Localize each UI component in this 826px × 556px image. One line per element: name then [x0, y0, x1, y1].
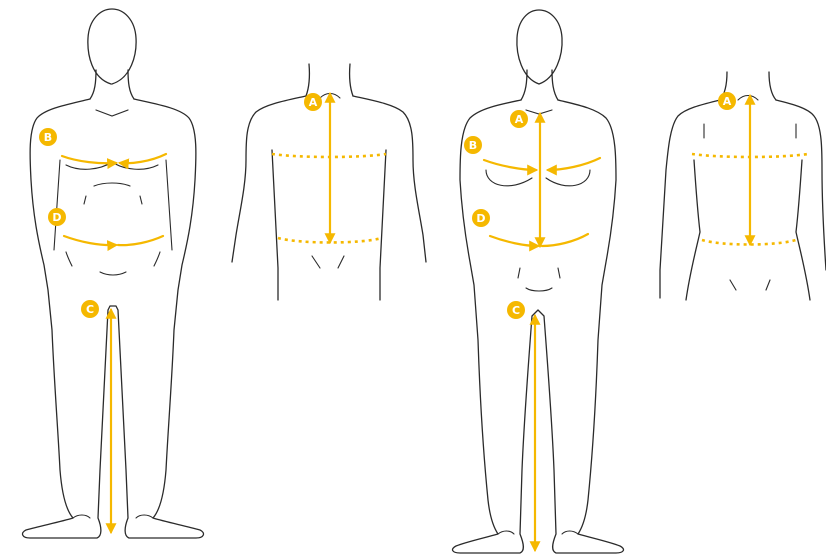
female-back-side-left [686, 160, 700, 300]
male-front-pelvis [100, 272, 126, 275]
female-back-badge-a: A [718, 92, 736, 110]
male-front-measure-d [64, 236, 163, 245]
female-front-collarbone [526, 110, 552, 114]
male-front-neck-right [128, 70, 134, 99]
female-front-outline [453, 100, 624, 553]
male-back-badge-a: A [304, 93, 322, 111]
female-front-badge-b: B [464, 136, 482, 154]
male-front-badge-c: C [81, 300, 99, 318]
female-front-bust-arrow-right [548, 158, 600, 170]
male-back-side-left [272, 150, 278, 300]
male-front-badge-d-label: D [52, 211, 61, 224]
female-front-head [517, 10, 562, 84]
male-front-ankle-right [136, 515, 153, 518]
male-back-badge-a-label: A [309, 96, 318, 109]
female-front-hip-right [558, 268, 560, 278]
female-front-badge-c: C [507, 301, 525, 319]
male-front-waist-arrow-left [64, 236, 116, 245]
female-back-gluteal [730, 280, 770, 290]
male-front-abs-right [140, 196, 142, 204]
female-front-waist-arrow-right [542, 234, 588, 246]
female-front-ankle-left [498, 531, 514, 534]
female-front-badge-c-label: C [512, 304, 520, 317]
female-front-neck-right [552, 70, 558, 100]
male-front-ankle-left [73, 515, 90, 518]
male-front-arm-left-inner [54, 160, 60, 250]
male-front-head [88, 9, 136, 84]
male-back-measure-a [272, 94, 386, 243]
male-front-arm-right-inner [166, 160, 172, 250]
male-back-neck-left [306, 64, 309, 96]
female-front-hip-left [518, 268, 520, 278]
male-back-side-right [380, 150, 386, 300]
male-front-chest-arrow-right [120, 154, 166, 163]
female-front-measure-b [484, 158, 600, 170]
female-back-outline [660, 100, 826, 298]
female-back-figure [660, 72, 826, 300]
female-back-nape [738, 96, 758, 101]
female-front-badge-b-label: B [469, 139, 477, 152]
male-front-torso-outline [23, 99, 204, 538]
female-back-side-right [796, 160, 810, 300]
male-front-hip-right [154, 252, 160, 266]
male-front-badge-b-label: B [44, 131, 52, 144]
male-front-abs-upper [94, 183, 130, 186]
female-front-figure [453, 10, 624, 553]
female-back-measure-a [692, 96, 808, 245]
female-front-ankle-right [562, 531, 578, 534]
female-front-badge-a: A [510, 110, 528, 128]
female-back-badge-a-label: A [723, 95, 732, 108]
male-back-gluteal [312, 256, 344, 268]
male-front-abs-left [84, 196, 86, 204]
male-front-waist-arrow-right [118, 236, 163, 245]
male-front-measure-b [62, 154, 166, 163]
female-back-neck-right [769, 72, 776, 100]
female-front-breast-right [546, 170, 590, 186]
male-front-neck-left [90, 70, 96, 99]
male-front-badge-d: D [48, 208, 66, 226]
female-front-badge-d: D [472, 209, 490, 227]
female-front-waist-arrow-left [490, 236, 538, 246]
female-front-bust-arrow-left [484, 160, 536, 170]
female-front-badge-a-label: A [515, 113, 524, 126]
male-front-chest-arrow-left [62, 156, 116, 163]
female-front-pelvis [526, 288, 552, 291]
female-front-breast-left [486, 170, 532, 186]
male-front-badge-b: B [39, 128, 57, 146]
male-front-figure [23, 9, 204, 538]
male-back-neck-right [350, 64, 353, 96]
male-front-hip-left [66, 252, 72, 266]
male-front-chest-line [96, 110, 128, 116]
female-front-badge-d-label: D [476, 212, 485, 225]
male-front-badge-c-label: C [86, 303, 94, 316]
